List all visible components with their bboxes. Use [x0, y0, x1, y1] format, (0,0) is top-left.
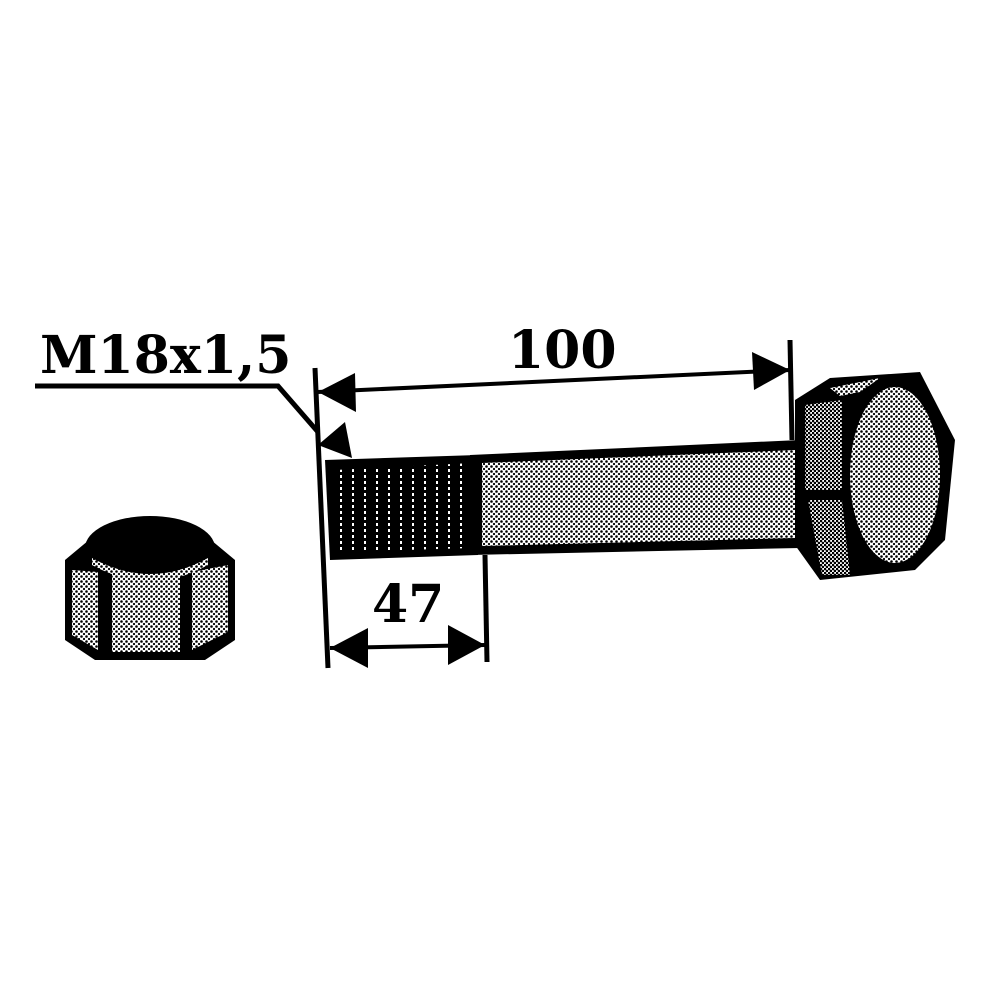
thread-length-label: 47 — [372, 574, 444, 635]
dimension-lines — [35, 339, 795, 669]
total-length-label: 100 — [508, 320, 617, 381]
hex-bolt — [325, 372, 955, 580]
thread-spec-label: M18x1,5 — [40, 325, 291, 386]
lock-nut — [65, 516, 235, 660]
